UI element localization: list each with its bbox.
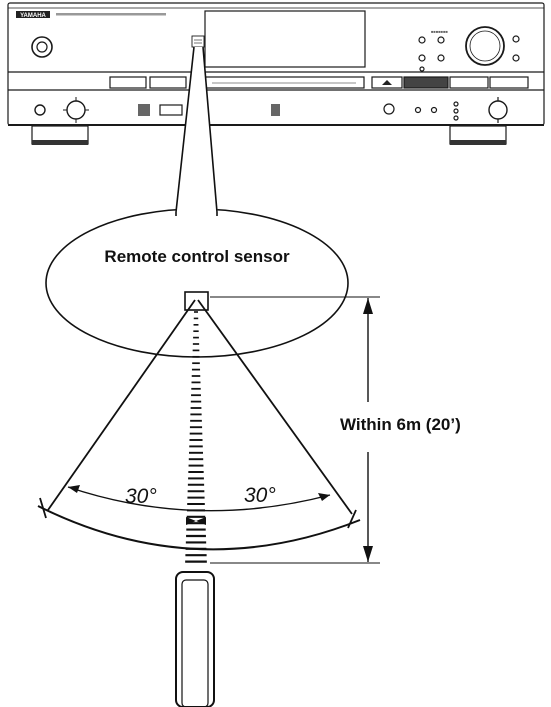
- distance-dimension: [210, 296, 380, 564]
- angle-label-left: 30°: [125, 485, 157, 508]
- remote-control: [175, 571, 215, 707]
- callout-line-left: [175, 46, 195, 213]
- fan-edge-right: [197, 299, 353, 515]
- display-window: [204, 10, 366, 68]
- sensor-callout-balloon: [45, 208, 349, 358]
- panel-button: [418, 36, 426, 44]
- reception-fan: [37, 299, 361, 551]
- angle-label-right: 30°: [244, 484, 276, 507]
- range-label: Within 6m (20’): [340, 415, 461, 434]
- center-axis-dashes: [185, 311, 207, 563]
- sensor-window: [191, 35, 205, 48]
- cd-player-front-panel: YAMAHA ■■■■■■■: [7, 2, 545, 145]
- sensor-label: Remote control sensor: [104, 247, 290, 266]
- sensor-window-zoomed: [184, 291, 209, 311]
- brand-logo-text: YAMAHA: [20, 13, 46, 19]
- fan-edge-left: [47, 299, 196, 511]
- svg-text:■■■■■■■: ■■■■■■■: [431, 29, 448, 34]
- callout-line-right: [202, 46, 218, 213]
- brand-logo: [16, 11, 50, 18]
